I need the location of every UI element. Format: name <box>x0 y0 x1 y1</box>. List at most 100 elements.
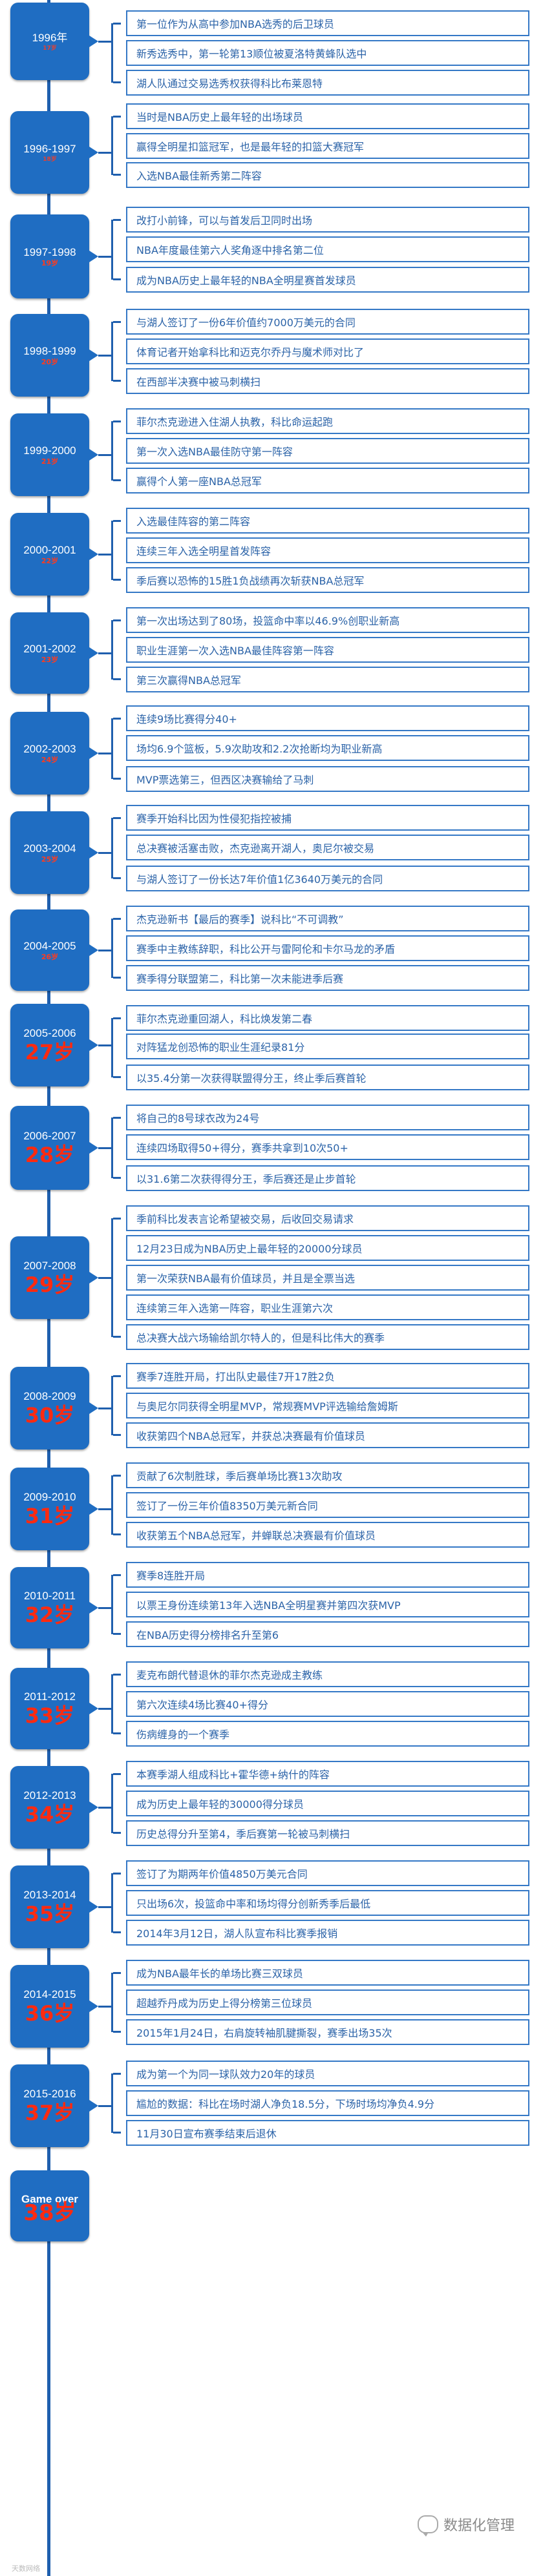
event-bracket <box>111 918 121 979</box>
event-bracket <box>111 1475 121 1535</box>
watermark-text: 数据化管理 <box>443 2518 515 2534</box>
event-item: 成为第一个为同一球队效力20年的球员 <box>126 2061 529 2086</box>
event-item: 第三次赢得NBA总冠军 <box>126 667 529 692</box>
season-age-label: 34岁 <box>25 1802 75 1827</box>
event-bracket <box>111 817 121 879</box>
arrow-right-icon <box>89 1901 98 1913</box>
season-year-label: 1997-1998 <box>23 245 76 258</box>
event-item: 收获第五个NBA总冠军，并蝉联总决赛最有价值球员 <box>126 1522 529 1548</box>
connector-line <box>98 2006 112 2008</box>
event-item: 以票王身份连续第13年入选NBA全明星赛并第四次获MVP <box>126 1592 529 1617</box>
event-item: 总决赛被活塞击败，杰克逊离开湖人，奥尼尔被交易 <box>126 835 529 860</box>
event-item: 贡献了6次制胜球，季后赛单场比赛13次助攻 <box>126 1462 529 1488</box>
connector-line <box>98 1708 112 1710</box>
connector-line <box>98 355 112 357</box>
season-age-label: 26岁 <box>41 952 59 961</box>
arrow-right-icon <box>89 2000 98 2012</box>
season-year-label: 2004-2005 <box>23 939 76 952</box>
arrow-right-icon <box>89 1602 98 1614</box>
connector-line <box>98 753 112 754</box>
event-item: 赛季得分联盟第二，科比第一次未能进季后赛 <box>126 965 529 991</box>
event-item: 新秀选秀中，第一轮第13顺位被夏洛特黄蜂队选中 <box>126 40 529 66</box>
connector-line <box>98 852 112 854</box>
season-age-label: 31岁 <box>25 1503 75 1528</box>
connector-line <box>98 1508 112 1510</box>
season-year-label: 2002-2003 <box>23 742 76 755</box>
event-item: 赛季8连胜开局 <box>126 1562 529 1588</box>
event-item: 连续三年入选全明星首发阵容 <box>126 537 529 563</box>
connector-line <box>98 1277 112 1279</box>
event-item: 第一次出场达到了80场，投篮命中率以46.9%创职业新高 <box>126 607 529 633</box>
event-item: NBA年度最佳第六人奖角逐中排名第二位 <box>126 236 529 262</box>
event-item: 11月30日宣布赛季结束后退休 <box>126 2120 529 2146</box>
arrow-right-icon <box>89 647 98 659</box>
corner-mark: 天数网络 <box>12 2564 40 2573</box>
event-item: 当时是NBA历史上最年轻的出场球员 <box>126 103 529 129</box>
event-item: 连续第三年入选第一阵容，职业生涯第六次 <box>126 1294 529 1320</box>
event-item: 杰克逊新书【最后的赛季】说科比“不可调教” <box>126 906 529 931</box>
event-item: 12月23日成为NBA历史上最年轻的20000分球员 <box>126 1235 529 1261</box>
arrow-right-icon <box>89 1402 98 1414</box>
season-year-label: 2015-2016 <box>23 2087 76 2100</box>
arrow-right-icon <box>89 1703 98 1714</box>
season-year-label: 2012-2013 <box>23 1789 76 1802</box>
event-item: 体育记者开始拿科比和迈克尔乔丹与魔术师对比了 <box>126 338 529 364</box>
season-age-label: 27岁 <box>25 1039 75 1065</box>
event-bracket <box>111 421 121 481</box>
event-bracket <box>111 1218 121 1338</box>
event-item: 收获第四个NBA总冠军，并获总决赛最有价值球员 <box>126 1422 529 1448</box>
watermark: 数据化管理 <box>417 2514 515 2537</box>
event-item: 以31.6第二次获得得分王，季后赛还是止步首轮 <box>126 1165 529 1191</box>
season-age-label: 36岁 <box>25 2000 75 2026</box>
connector-line <box>98 1906 112 1908</box>
event-item: 与湖人签订了一份6年价值约7000万美元的合同 <box>126 309 529 335</box>
event-bracket <box>111 1117 121 1179</box>
event-bracket <box>111 619 121 680</box>
event-item: 季前科比发表言论希望被交易，后收回交易请求 <box>126 1205 529 1231</box>
arrow-right-icon <box>89 1272 98 1283</box>
event-item: 在NBA历史得分榜排名升至第6 <box>126 1621 529 1647</box>
event-item: 成为NBA最年长的单场比赛三双球员 <box>126 1960 529 1986</box>
connector-line <box>98 256 112 258</box>
arrow-right-icon <box>89 251 98 262</box>
event-item: 第一位作为从高中参加NBA选秀的后卫球员 <box>126 10 529 36</box>
season-age-label: 30岁 <box>25 1402 75 1428</box>
season-year-label: Game over <box>21 2192 78 2205</box>
connector-line <box>98 950 112 951</box>
event-item: 在西部半决赛中被马刺横扫 <box>126 368 529 394</box>
event-item: 赢得全明星扣篮冠军，也是最年轻的扣篮大赛冠军 <box>126 133 529 159</box>
season-age-label: 38岁 <box>23 2199 76 2226</box>
season-year-label: 2007-2008 <box>23 1259 76 1272</box>
event-bracket <box>111 1873 121 1933</box>
season-year-label: 2013-2014 <box>23 1888 76 1901</box>
event-bracket <box>111 718 121 780</box>
event-item: 赛季开始科比因为性侵犯指控被捕 <box>126 805 529 831</box>
connector-line <box>98 2105 112 2107</box>
season-age-label: 22岁 <box>41 556 59 565</box>
connector-line <box>98 554 112 556</box>
event-item: 连续9场比赛得分40+ <box>126 705 529 731</box>
event-bracket <box>111 1375 121 1436</box>
season-age-label: 28岁 <box>25 1142 75 1167</box>
event-item: 季后赛以恐怖的15胜1负战绩再次斩获NBA总冠军 <box>126 567 529 593</box>
event-item: 本赛季湖人组成科比+霍华德+纳什的阵容 <box>126 1761 529 1787</box>
event-item: 湖人队通过交易选秀权获得科比布莱恩特 <box>126 70 529 96</box>
season-year-label: 2001-2002 <box>23 642 76 655</box>
event-bracket <box>111 1674 121 1734</box>
season-year-label: 1999-2000 <box>23 444 76 457</box>
season-year-label: 1998-1999 <box>23 344 76 357</box>
season-year-label: 2003-2004 <box>23 842 76 855</box>
event-bracket <box>111 1574 121 1635</box>
arrow-right-icon <box>89 747 98 759</box>
